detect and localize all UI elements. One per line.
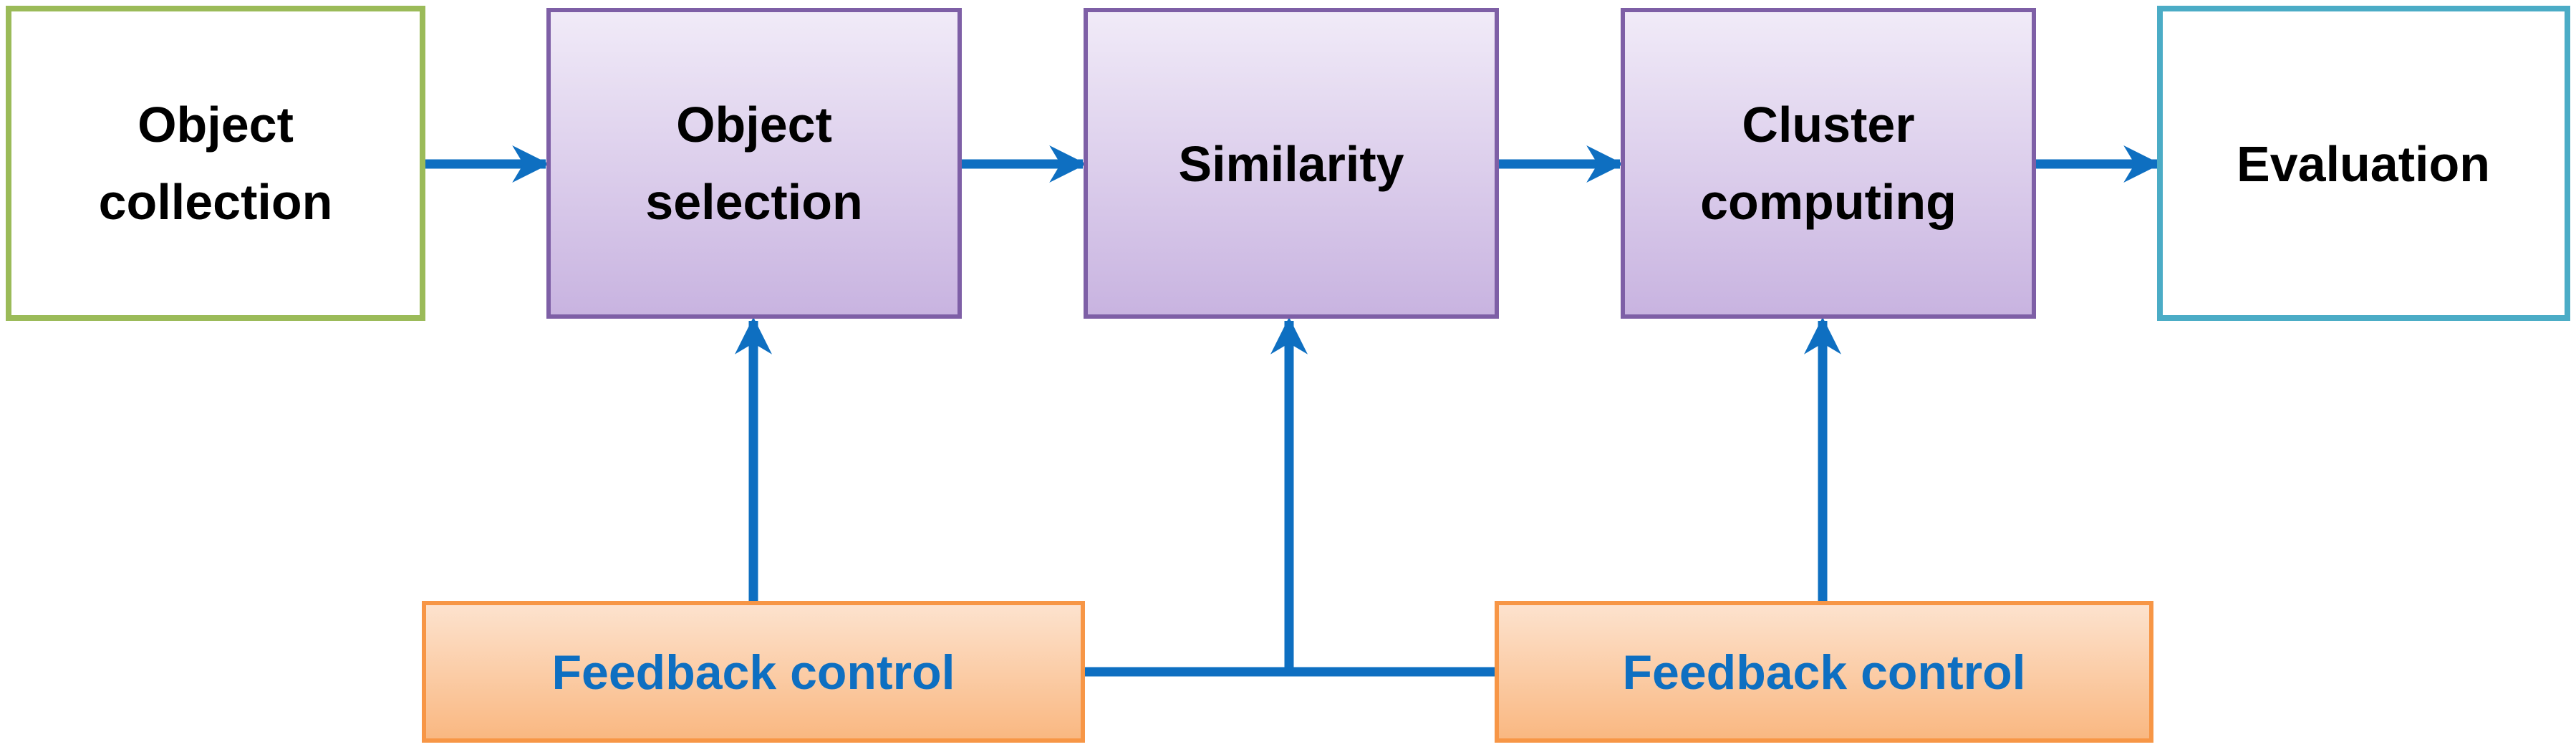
feedback-control-right-box bbox=[1495, 601, 2153, 743]
node-cluster-computing: Cluster computing bbox=[1621, 8, 2036, 319]
connectors bbox=[423, 145, 2161, 677]
similarity-label: Similarity bbox=[1178, 136, 1404, 192]
node-feedback-control-left: Feedback control bbox=[422, 601, 1085, 743]
object-collection-box bbox=[6, 6, 425, 321]
node-object-collection: Object collection bbox=[6, 6, 425, 321]
node-similarity: Similarity bbox=[1084, 8, 1499, 319]
cluster-computing-box bbox=[1621, 8, 2036, 319]
object-selection-label-line2: selection bbox=[645, 174, 862, 230]
node-feedback-control-right: Feedback control bbox=[1495, 601, 2153, 743]
evaluation-label: Evaluation bbox=[2237, 136, 2490, 192]
cluster-computing-label-line1: Cluster bbox=[1742, 97, 1914, 153]
object-selection-label-line1: Object bbox=[676, 97, 832, 153]
similarity-box bbox=[1084, 8, 1499, 319]
feedback-control-left-box bbox=[422, 601, 1085, 743]
object-selection-box bbox=[546, 8, 962, 319]
evaluation-box bbox=[2157, 6, 2570, 321]
feedback-control-right-label: Feedback control bbox=[1622, 645, 2025, 700]
cluster-computing-label-line2: computing bbox=[1700, 174, 1957, 230]
object-collection-label-line2: collection bbox=[99, 174, 333, 230]
object-collection-label-line1: Object bbox=[138, 97, 294, 153]
node-object-selection: Object selection bbox=[546, 8, 962, 319]
node-evaluation: Evaluation bbox=[2157, 6, 2570, 321]
feedback-control-left-label: Feedback control bbox=[551, 645, 955, 700]
